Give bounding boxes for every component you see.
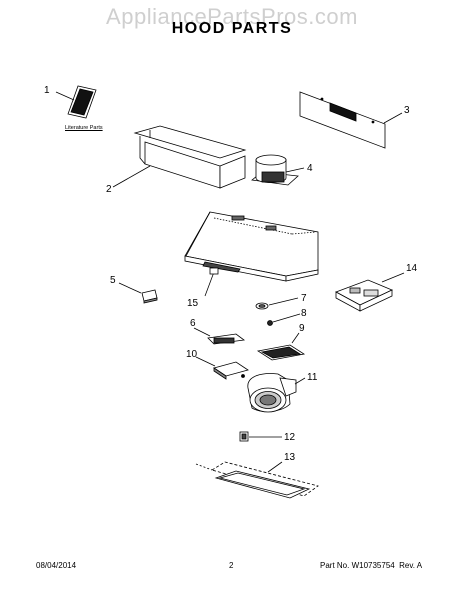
callout-14: 14 [406, 263, 418, 274]
callout-4: 4 [307, 163, 313, 174]
damper-collar [251, 154, 305, 186]
footer-date: 08/04/2014 [36, 561, 77, 570]
literature-label: Literature Parts [65, 125, 103, 131]
callout-15: 15 [187, 298, 199, 309]
filter-plate [256, 332, 306, 361]
light-switch [118, 282, 158, 304]
hood-body [184, 211, 319, 282]
literature-parts [55, 85, 97, 119]
page-title: HOOD PARTS [171, 20, 293, 37]
callout-2: 2 [106, 184, 112, 195]
grease-filter [195, 461, 319, 499]
callout-13: 13 [284, 452, 296, 463]
blower-motor [247, 373, 306, 413]
nut [267, 313, 301, 326]
callout-5: 5 [110, 275, 116, 286]
callout-9: 9 [299, 323, 305, 334]
callout-6: 6 [190, 318, 196, 329]
callout-11: 11 [307, 372, 318, 383]
control-panel [335, 272, 405, 312]
grommet [255, 297, 299, 310]
light-bulb [239, 431, 282, 442]
callout-1: 1 [44, 85, 50, 96]
terminal-block [193, 327, 246, 345]
callout-3: 3 [404, 105, 410, 116]
footer-part-number: Part No. W10735754 Rev. A [320, 561, 423, 570]
leader-15 [204, 267, 219, 297]
callout-8: 8 [301, 308, 307, 319]
watermark: AppliancePartsPros.com [106, 4, 358, 29]
callout-7: 7 [301, 293, 307, 304]
footer-page: 2 [229, 561, 234, 570]
callout-12: 12 [284, 432, 296, 443]
mounting-plate [299, 91, 403, 149]
callout-10: 10 [186, 349, 198, 360]
light-bracket [195, 356, 249, 380]
chimney-bracket [112, 125, 247, 189]
